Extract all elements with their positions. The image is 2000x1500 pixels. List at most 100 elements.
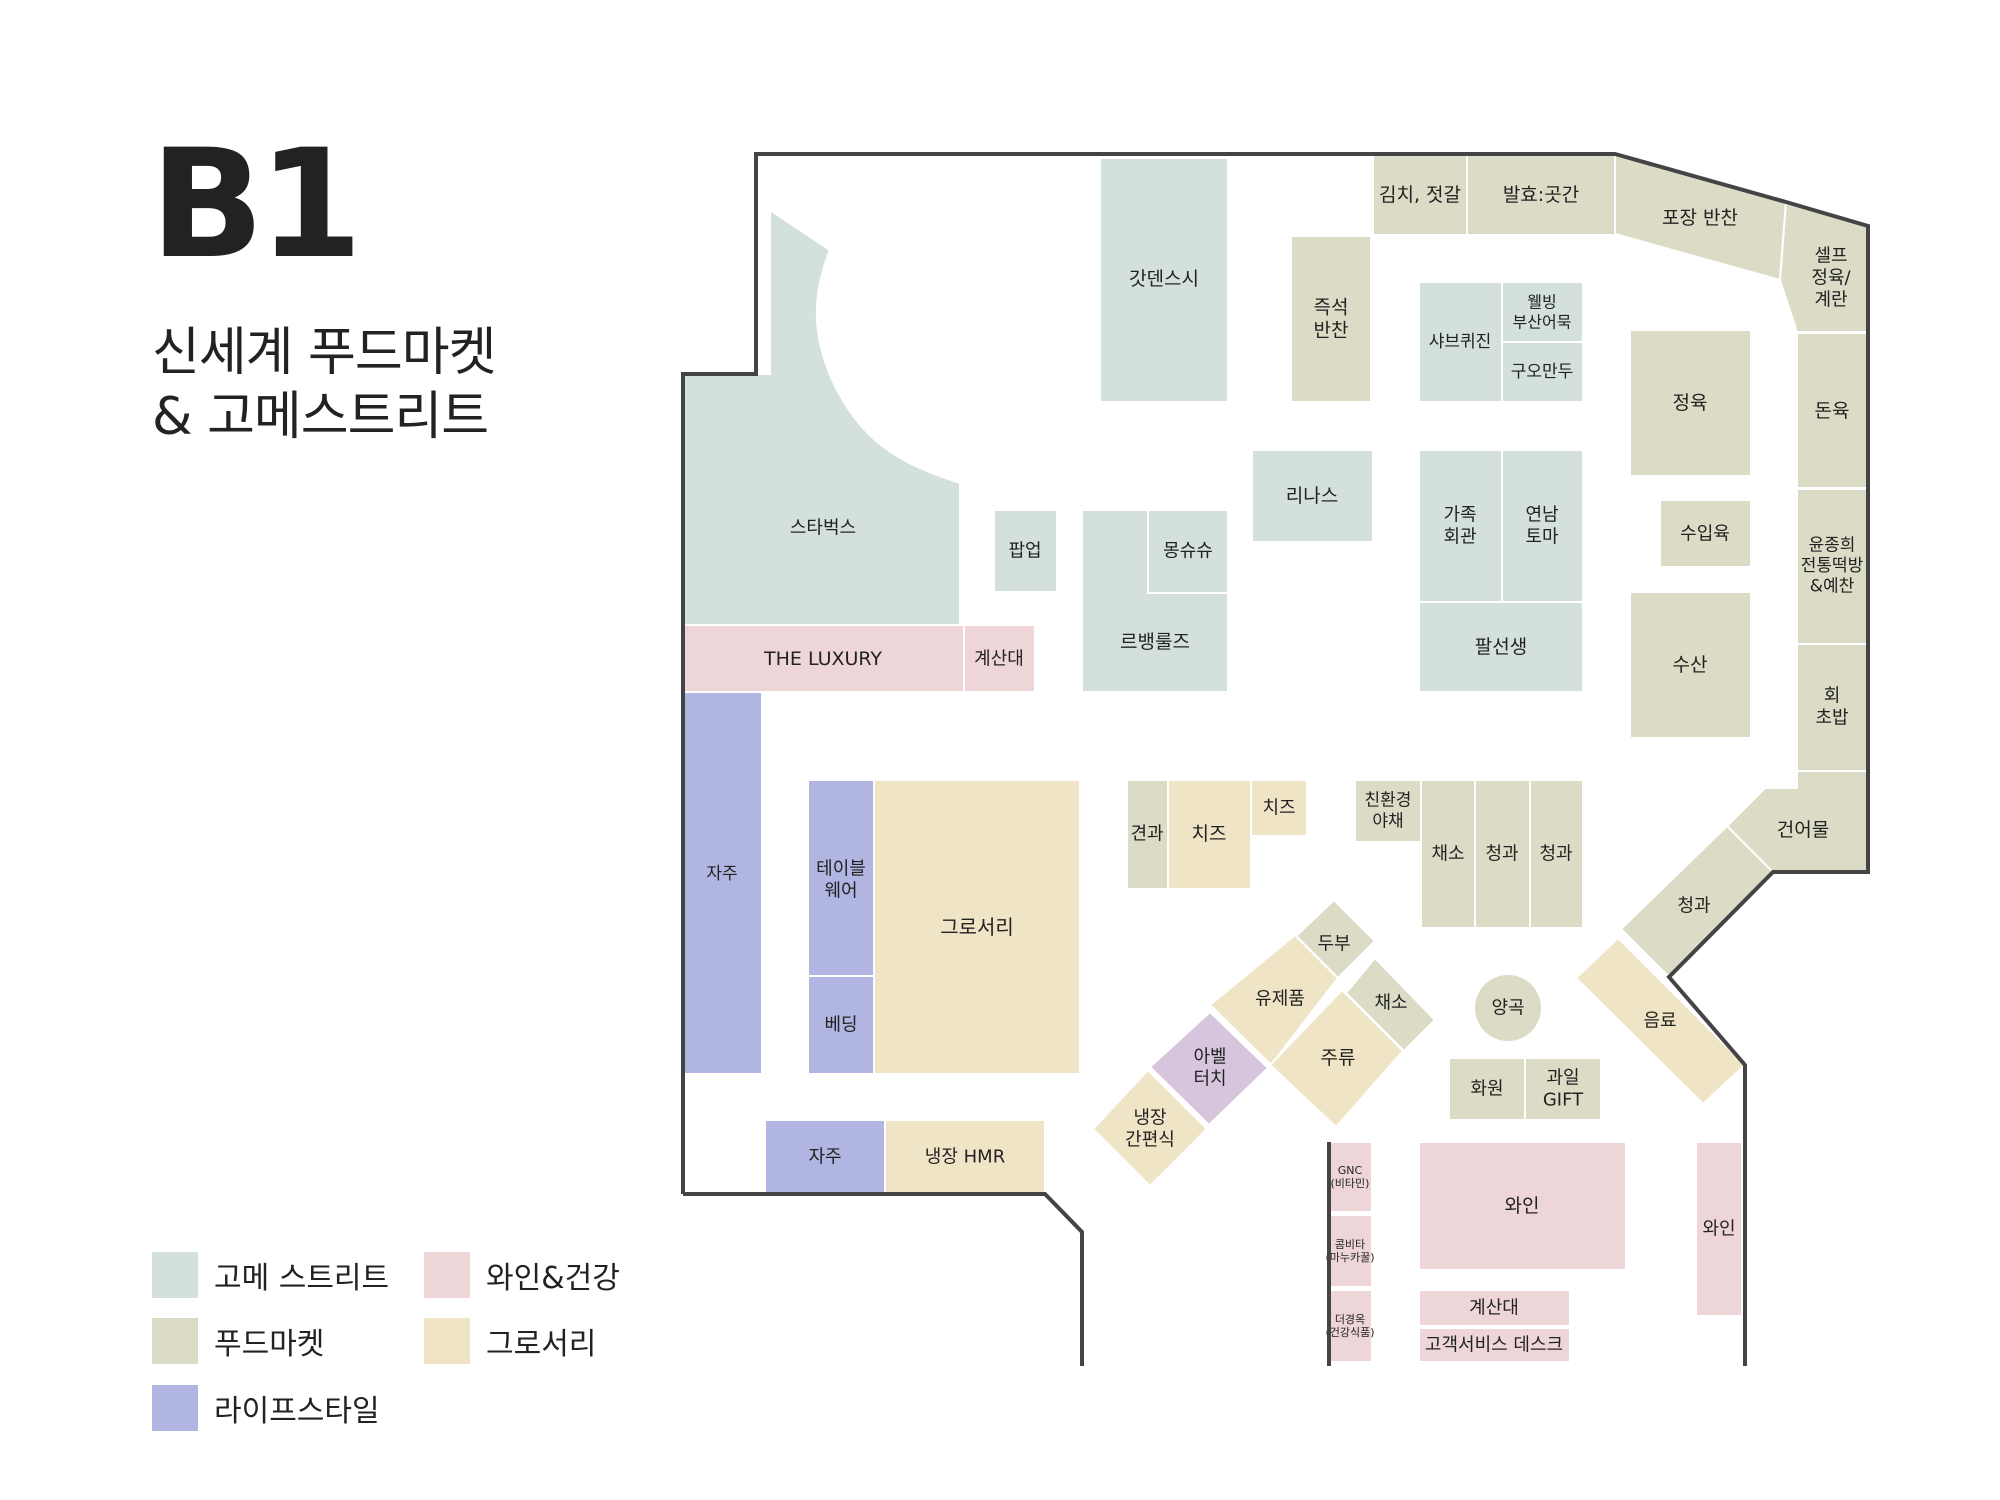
store-shape [1466, 153, 1616, 236]
store-shape [1501, 449, 1584, 603]
floor-walls [681, 152, 1870, 1366]
store-shape [1796, 332, 1869, 489]
store-shape [1501, 341, 1584, 403]
store-cheese2[interactable]: 치즈 [1250, 779, 1308, 837]
store-starbucks[interactable]: 스타벅스 [682, 208, 961, 626]
store-flower[interactable]: 화원 [1448, 1057, 1526, 1121]
store-shape [1418, 1327, 1571, 1363]
store-label: 친환경 [1365, 791, 1412, 811]
store-service[interactable]: 고객서비스 데스크 [1418, 1327, 1571, 1363]
store-jaju2[interactable]: 자주 [764, 1119, 886, 1195]
store-popup[interactable]: 팝업 [993, 509, 1058, 593]
store-kimchi[interactable]: 김치, 젓갈 [1372, 153, 1468, 236]
store-shabu[interactable]: 샤브퀴진 [1418, 281, 1503, 403]
store-shape [1475, 975, 1541, 1041]
store-shape [1574, 936, 1747, 1106]
store-label: 팝업 [1008, 541, 1041, 562]
store-grain[interactable]: 양곡 [1475, 975, 1541, 1041]
store-label: 스타벅스 [790, 518, 856, 539]
store-label: 몽슈슈 [1163, 541, 1213, 562]
store-hmr[interactable]: 냉장 HMR [884, 1119, 1046, 1195]
store-gatdensushi[interactable]: 갓덴스시 [1099, 157, 1229, 403]
store-donyuk[interactable]: 돈육 [1796, 332, 1869, 489]
store-jeongyuk[interactable]: 정육 [1629, 329, 1752, 477]
store-label: 건어물 [1777, 819, 1829, 841]
store-label: 토마 [1525, 526, 1559, 547]
store-balhyo[interactable]: 발효:곳간 [1466, 153, 1616, 236]
store-label: 청과 [1485, 844, 1518, 865]
store-label: 전통떡방 [1801, 556, 1864, 576]
store-label: 연남 [1525, 505, 1558, 526]
map-subtitle-line-2: & 고메스트리트 [152, 387, 489, 447]
store-bedding[interactable]: 베딩 [807, 975, 875, 1075]
store-shape [1251, 449, 1374, 543]
store-label: 두부 [1317, 934, 1350, 955]
store-shape [682, 691, 763, 1075]
store-suipyuk[interactable]: 수입육 [1659, 499, 1752, 568]
store-guo[interactable]: 구오만두 [1501, 341, 1584, 403]
store-dried[interactable]: 건어물 [1725, 770, 1869, 873]
store-shape [1328, 1141, 1373, 1213]
store-fruit1[interactable]: 청과 [1474, 779, 1531, 929]
store-wine1[interactable]: 와인 [1418, 1141, 1627, 1271]
store-kombucha[interactable]: 콤비타(마누카꿀) [1325, 1214, 1375, 1288]
store-luxury[interactable]: THE LUXURY [682, 624, 965, 693]
store-shape [1629, 329, 1752, 477]
store-shape [1418, 601, 1584, 693]
store-shape [873, 779, 1081, 1075]
store-fruit2[interactable]: 청과 [1529, 779, 1584, 929]
store-label: 윤종희 [1809, 535, 1856, 555]
store-deokyuk[interactable]: 더경옥(건강식품) [1325, 1289, 1375, 1363]
store-label: 채소 [1374, 993, 1407, 1014]
store-label: 자주 [808, 1147, 841, 1168]
store-gnc[interactable]: GNC(비타민) [1328, 1141, 1373, 1213]
store-label: 더경옥 [1335, 1313, 1365, 1326]
store-jaju1[interactable]: 자주 [682, 691, 763, 1075]
store-drinks[interactable]: 음료 [1574, 936, 1747, 1106]
store-veg[interactable]: 채소 [1420, 779, 1476, 929]
store-checkout2[interactable]: 계산대 [1418, 1289, 1571, 1327]
store-label: 정육/ [1811, 268, 1851, 289]
store-label: 회관 [1443, 526, 1476, 547]
store-pojang[interactable]: 포장 반찬 [1614, 153, 1788, 282]
store-label: THE LUXURY [763, 648, 882, 670]
store-susan[interactable]: 수산 [1629, 591, 1752, 739]
store-checkout1[interactable]: 계산대 [963, 624, 1036, 693]
store-cheese1[interactable]: 치즈 [1167, 779, 1252, 890]
store-linas[interactable]: 리나스 [1251, 449, 1374, 543]
store-label: 화원 [1470, 1079, 1503, 1100]
store-label: 팔선생 [1475, 636, 1527, 658]
store-shape [1695, 1141, 1743, 1317]
store-mongshu[interactable]: 몽슈슈 [1147, 509, 1229, 594]
store-label: &예찬 [1810, 577, 1855, 597]
store-liquor[interactable]: 주류 [1268, 988, 1405, 1129]
store-label: 테이블 [816, 859, 866, 880]
store-shape [963, 624, 1036, 693]
store-label: 돈육 [1815, 400, 1850, 422]
store-fruit3[interactable]: 청과 [1619, 824, 1775, 979]
store-wine2[interactable]: 와인 [1695, 1141, 1743, 1317]
store-label: 가족 [1443, 505, 1476, 526]
store-grocery[interactable]: 그로서리 [873, 779, 1081, 1075]
legend-item-grocery: 그로서리 [424, 1318, 596, 1364]
store-label: GIFT [1543, 1089, 1584, 1110]
store-gyeongwa[interactable]: 견과 [1126, 779, 1169, 890]
store-hoe[interactable]: 회초밥 [1796, 643, 1869, 772]
map-subtitle-line-1: 신세계 푸드마켓 [152, 323, 496, 383]
legend-item-foodmarket: 푸드마켓 [152, 1318, 324, 1364]
store-label: 구오만두 [1511, 362, 1574, 382]
store-label: 고객서비스 데스크 [1425, 1335, 1563, 1356]
store-palseon[interactable]: 팔선생 [1418, 601, 1584, 693]
store-dairy[interactable]: 유제품 [1208, 933, 1340, 1067]
